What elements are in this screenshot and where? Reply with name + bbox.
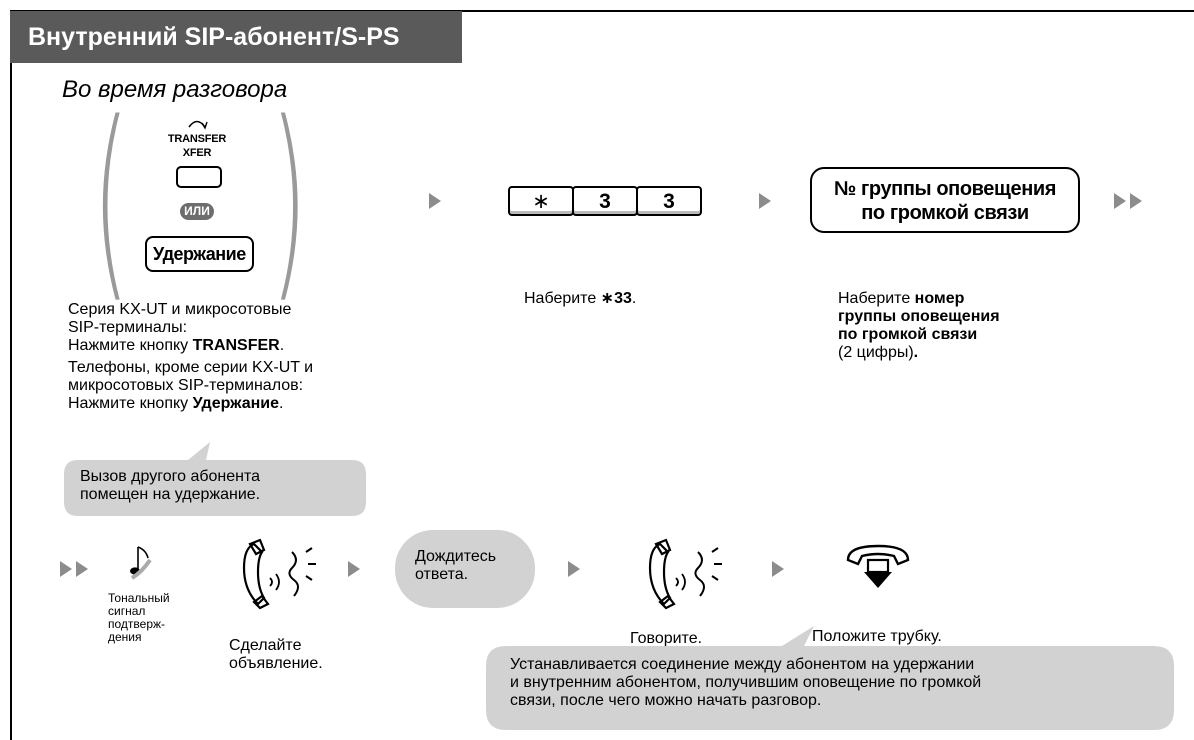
step1-other-line1: Телефоны, кроме серии KX-UT и <box>68 359 314 376</box>
hold-key-button[interactable]: Удержание <box>145 236 254 272</box>
section-header: Внутренний SIP-абонент/S-PS <box>10 11 462 63</box>
double-arrow-right-icon <box>76 561 88 577</box>
step1-other-line2: микросотовых SIP-терминалов: <box>68 377 304 394</box>
arrow-right-icon <box>772 561 784 577</box>
step1-ut-line3: Нажмите кнопку TRANSFER. <box>68 337 285 354</box>
talking-handset-icon-2 <box>648 538 722 610</box>
frame-top-border <box>10 10 1194 12</box>
arrow-right-icon <box>429 193 441 209</box>
step2-description: Наберите ∗33. <box>524 290 637 307</box>
digit-3-key-button-2[interactable]: 3 <box>636 186 702 216</box>
transfer-key-button[interactable] <box>176 166 222 188</box>
frame-left-border <box>10 10 12 740</box>
step1-other-line3: Нажмите кнопку Удержание. <box>68 395 284 412</box>
double-arrow-right-icon <box>1114 193 1126 209</box>
paging-group-line2: по громкой связи <box>861 202 1029 224</box>
xfer-label: XFER <box>182 147 212 159</box>
tone-label: Тональный сигнал подтверж- дения <box>108 591 170 644</box>
arrow-right-icon <box>568 561 580 577</box>
result-bubble-text: Устанавливается соединение между абонент… <box>510 656 982 709</box>
right-paren: ) <box>270 77 308 322</box>
paging-group-line1: № группы оповещения <box>833 178 1057 200</box>
subtitle: Во время разговора <box>62 76 288 103</box>
step1-ut-line1: Серия KX-UT и микросотовые <box>68 301 292 318</box>
paging-group-number-bubble: № группы оповещения по громкой связи <box>810 167 1080 233</box>
digit-3-key-button[interactable]: 3 <box>572 186 638 216</box>
result-bubble-shape <box>486 626 1174 730</box>
hold-bubble-text: Вызов другого абонента помещен на удержа… <box>80 468 261 503</box>
transfer-label: TRANSFER <box>167 133 227 145</box>
or-badge: ИЛИ <box>180 203 214 220</box>
hang-up-label: Положите трубку. <box>812 628 942 645</box>
hold-bubble-shape <box>64 442 366 516</box>
talking-handset-icon <box>242 538 316 610</box>
wait-answer-bubble: Дождитесь ответа. <box>395 530 535 608</box>
double-arrow-right-icon <box>1130 193 1142 209</box>
step3-description: Наберите номер группы оповещения по гром… <box>838 290 1000 361</box>
step1-ut-line2: SIP-терминалы: <box>68 319 188 336</box>
left-paren: ( <box>92 77 130 322</box>
double-arrow-right-icon <box>60 561 72 577</box>
arrow-right-icon <box>759 193 771 209</box>
talk-label: Говорите. <box>630 630 703 647</box>
arrow-right-icon <box>348 561 360 577</box>
step1-description: Серия KX-UT и микросотовые SIP-терминалы… <box>68 301 408 413</box>
announce-label: Сделайте объявление. <box>229 637 323 672</box>
star-key-button[interactable]: ∗ <box>508 186 574 216</box>
hang-up-handset-icon <box>846 544 910 588</box>
transfer-arrow-icon <box>188 120 208 130</box>
music-note-icon <box>130 546 152 580</box>
